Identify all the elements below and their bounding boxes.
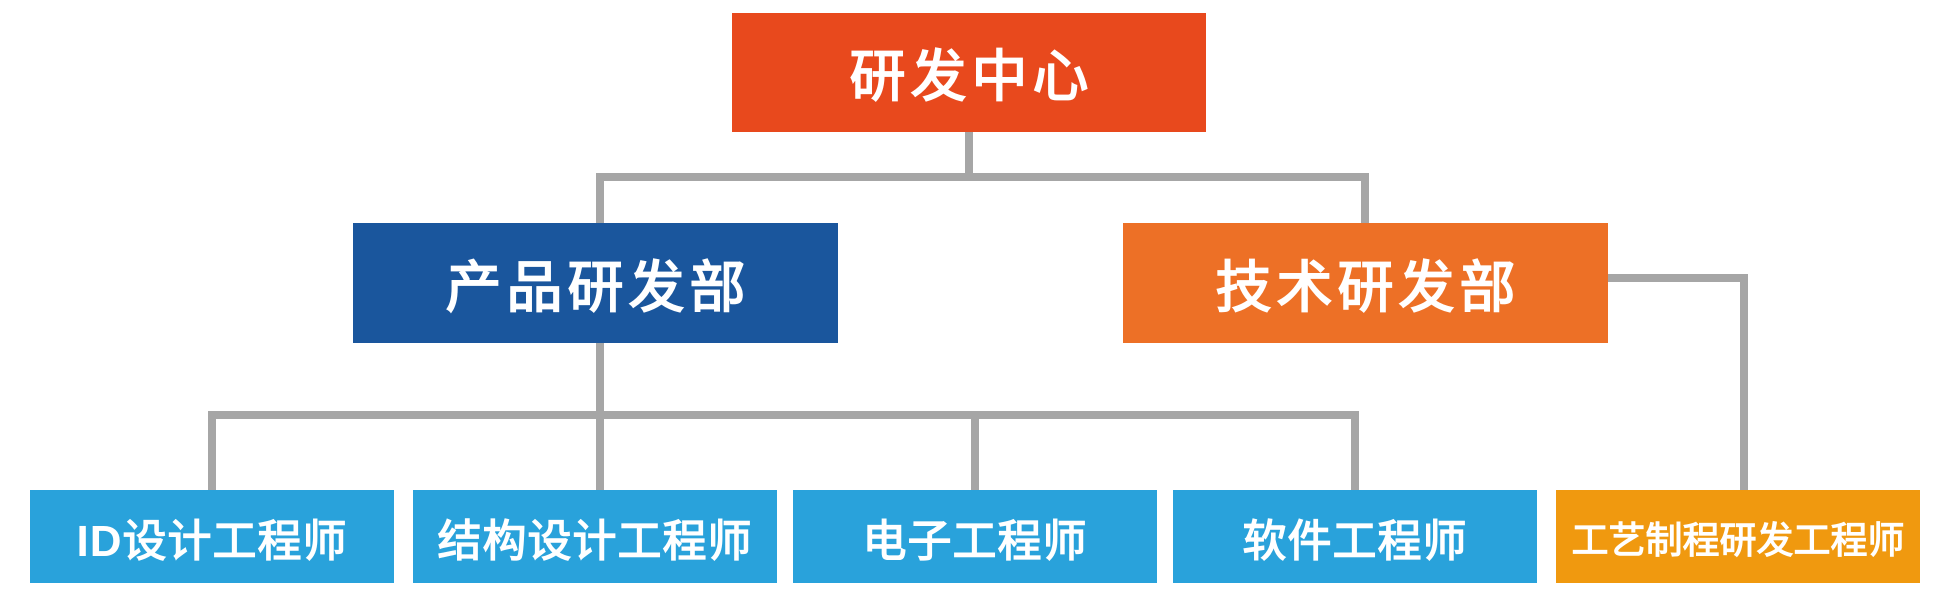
org-node-tech-rd-dept-label: 技术研发部	[1215, 255, 1521, 319]
connector-level1-horizontal	[596, 173, 1369, 181]
org-node-electronics-engineer-label: 电子工程师	[862, 516, 1088, 566]
connector-tech-drop	[1361, 173, 1369, 223]
org-node-rd-center: 研发中心	[732, 13, 1206, 132]
org-node-product-rd-dept: 产品研发部	[353, 223, 838, 343]
org-node-process-rd-engineer: 工艺制程研发工程师	[1556, 490, 1920, 583]
org-node-id-design-engineer: ID设计工程师	[30, 490, 394, 583]
connector-software-drop	[1351, 411, 1359, 490]
connector-product-drop	[596, 173, 604, 223]
connector-root-stub	[965, 132, 973, 181]
connector-process-drop	[1740, 274, 1748, 490]
connector-id-design-drop	[208, 411, 216, 490]
org-node-process-rd-engineer-label: 工艺制程研发工程师	[1571, 519, 1905, 561]
org-node-structure-design-engineer: 结构设计工程师	[413, 490, 777, 583]
org-node-electronics-engineer: 电子工程师	[793, 490, 1157, 583]
org-node-software-engineer: 软件工程师	[1173, 490, 1537, 583]
org-node-rd-center-label: 研发中心	[849, 45, 1094, 108]
org-node-structure-design-engineer-label: 结构设计工程师	[437, 516, 753, 566]
org-node-product-rd-dept-label: 产品研发部	[445, 255, 751, 319]
connector-level2-horizontal	[208, 411, 1359, 419]
connector-tech-branch-horizontal	[1608, 274, 1748, 282]
connector-electronics-drop	[971, 411, 979, 490]
org-node-id-design-engineer-label: ID设计工程师	[76, 516, 348, 566]
org-node-software-engineer-label: 软件工程师	[1242, 516, 1468, 566]
org-node-tech-rd-dept: 技术研发部	[1123, 223, 1608, 343]
